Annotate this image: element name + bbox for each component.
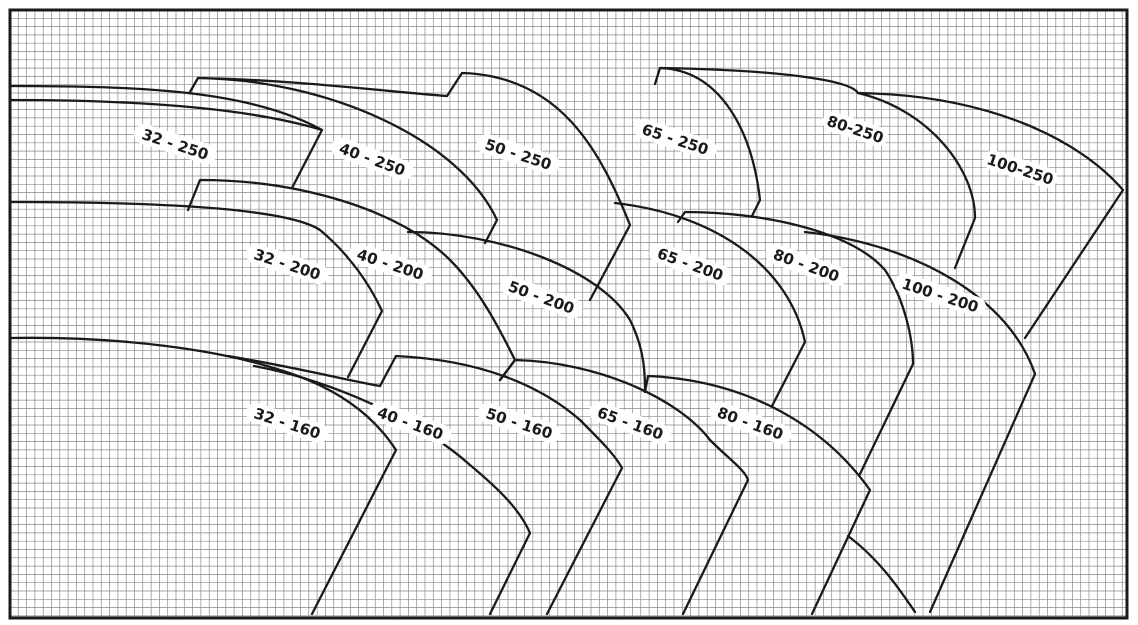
chart-border xyxy=(8,8,1129,620)
curve-50-250 xyxy=(445,71,632,302)
label-background xyxy=(983,150,1058,188)
label-background xyxy=(245,243,329,285)
label-background xyxy=(709,401,792,445)
curve-65-200 xyxy=(613,201,807,408)
curve-50-200 xyxy=(406,230,647,394)
curve-80-160 xyxy=(846,534,917,614)
label-background xyxy=(765,243,848,287)
curve-32-160 xyxy=(8,336,398,616)
label-background xyxy=(477,402,561,444)
label-background xyxy=(894,273,986,317)
label-background xyxy=(633,118,717,160)
curve-100-250 xyxy=(856,91,1125,340)
label-background xyxy=(822,111,889,147)
curve-32-160-inner xyxy=(226,354,532,616)
curve-80-200 xyxy=(676,210,915,476)
curve-32-250-inner xyxy=(8,98,324,132)
label-background xyxy=(133,123,217,165)
label-background xyxy=(476,133,560,175)
label-background xyxy=(500,275,583,319)
curve-100-200 xyxy=(803,230,1037,614)
curve-32-250 xyxy=(8,84,324,190)
label-background xyxy=(649,242,732,286)
curve-40-250 xyxy=(188,76,499,245)
label-background xyxy=(331,137,414,181)
curve-40-200 xyxy=(186,178,517,382)
curve-50-160 xyxy=(498,358,750,616)
curve-65-250 xyxy=(653,66,762,218)
label-background xyxy=(589,401,672,445)
curve-32-200 xyxy=(8,200,384,379)
curve-40-160 xyxy=(378,354,624,616)
label-background xyxy=(348,243,432,285)
label-background xyxy=(245,402,329,444)
label-background xyxy=(369,401,452,445)
chart-grid xyxy=(10,10,1127,618)
curve-65-160 xyxy=(643,374,872,616)
curve-group xyxy=(8,66,1125,616)
